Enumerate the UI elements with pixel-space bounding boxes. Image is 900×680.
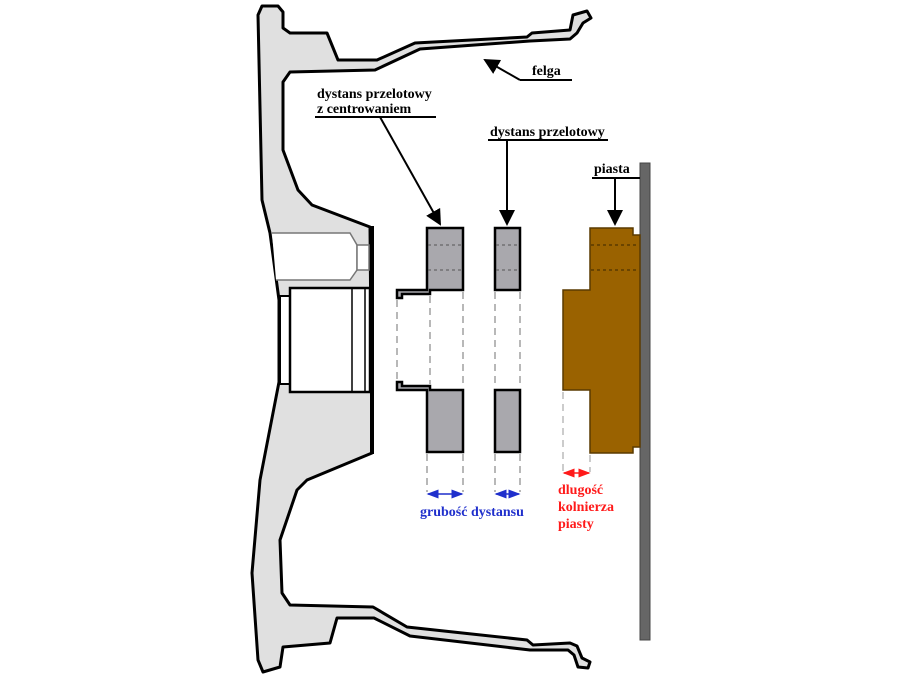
centering-spacer-label: z centrowaniem [317, 102, 412, 117]
rim-label: felga [532, 64, 561, 79]
hub-collar-label: piasty [558, 517, 594, 532]
hub-collar-label: kolnierza [558, 500, 614, 515]
center-bore [279, 286, 372, 394]
spacer-label: dystans przelotowy [490, 125, 605, 140]
spacer [493, 226, 522, 492]
hub-label: piasta [594, 162, 630, 177]
centering-spacer-label: dystans przelotowy [317, 87, 432, 102]
spacer-thickness-label: grubość dystansu [420, 505, 524, 520]
hub [562, 162, 651, 641]
centering-spacer [395, 226, 465, 492]
rim [250, 4, 593, 674]
bolt-hole [272, 232, 370, 281]
hub-plate [639, 162, 651, 641]
leader-lines [315, 59, 640, 226]
hub-collar-label: dlugość [558, 483, 603, 498]
